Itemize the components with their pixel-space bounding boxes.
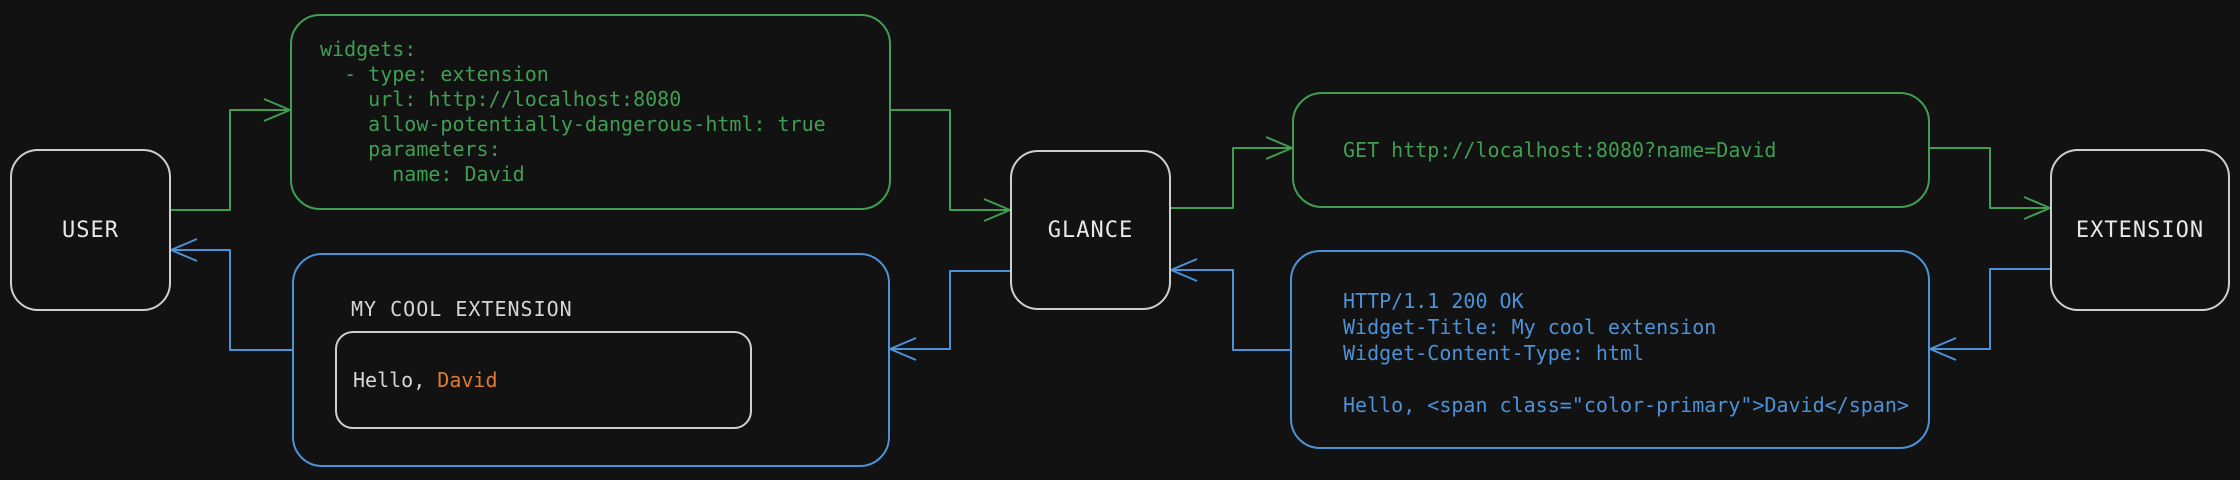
glance-node-label: GLANCE <box>1047 217 1134 243</box>
extension-node: EXTENSION <box>2050 149 2230 311</box>
connector-user-to-config-line <box>171 109 290 211</box>
connector-glance-to-widget <box>889 270 1010 361</box>
connector-response-to-glance <box>1170 258 1290 351</box>
connector-extension-to-response-line <box>1930 268 2050 350</box>
widget-greeting-box: Hello, David <box>335 331 752 429</box>
arrow-left-icon <box>1170 258 1198 282</box>
user-node-label: USER <box>62 217 119 243</box>
connector-widget-to-user <box>170 238 292 351</box>
request-text: GET http://localhost:8080?name=David <box>1343 137 1777 162</box>
config-yaml-code: widgets: - type: extension url: http://l… <box>320 37 826 186</box>
connector-config-to-glance <box>891 109 1011 222</box>
connector-extension-to-response <box>1929 268 2050 361</box>
connector-config-to-glance-line <box>891 109 1010 211</box>
greeting-prefix: Hello, <box>353 368 438 392</box>
greeting-name: David <box>437 368 498 392</box>
request-box: GET http://localhost:8080?name=David <box>1292 92 1930 208</box>
connector-glance-to-request-line <box>1171 147 1292 209</box>
user-node: USER <box>10 149 171 311</box>
arrow-left-icon <box>170 238 198 262</box>
connector-glance-to-request <box>1171 136 1293 209</box>
connector-response-to-glance-line <box>1171 269 1290 351</box>
widget-title: MY COOL EXTENSION <box>351 297 573 321</box>
connector-glance-to-widget-line <box>890 270 1010 350</box>
config-box: widgets: - type: extension url: http://l… <box>290 14 891 210</box>
extension-node-label: EXTENSION <box>2075 217 2205 243</box>
connector-request-to-extension <box>1930 147 2051 220</box>
widget-box: MY COOL EXTENSION Hello, David <box>292 253 890 467</box>
glance-node: GLANCE <box>1010 150 1171 310</box>
arrow-left-icon <box>1929 337 1957 361</box>
connector-widget-to-user-line <box>171 249 292 351</box>
arrow-left-icon <box>889 337 917 361</box>
connector-request-to-extension-line <box>1930 147 2050 209</box>
connector-user-to-config <box>171 98 291 211</box>
